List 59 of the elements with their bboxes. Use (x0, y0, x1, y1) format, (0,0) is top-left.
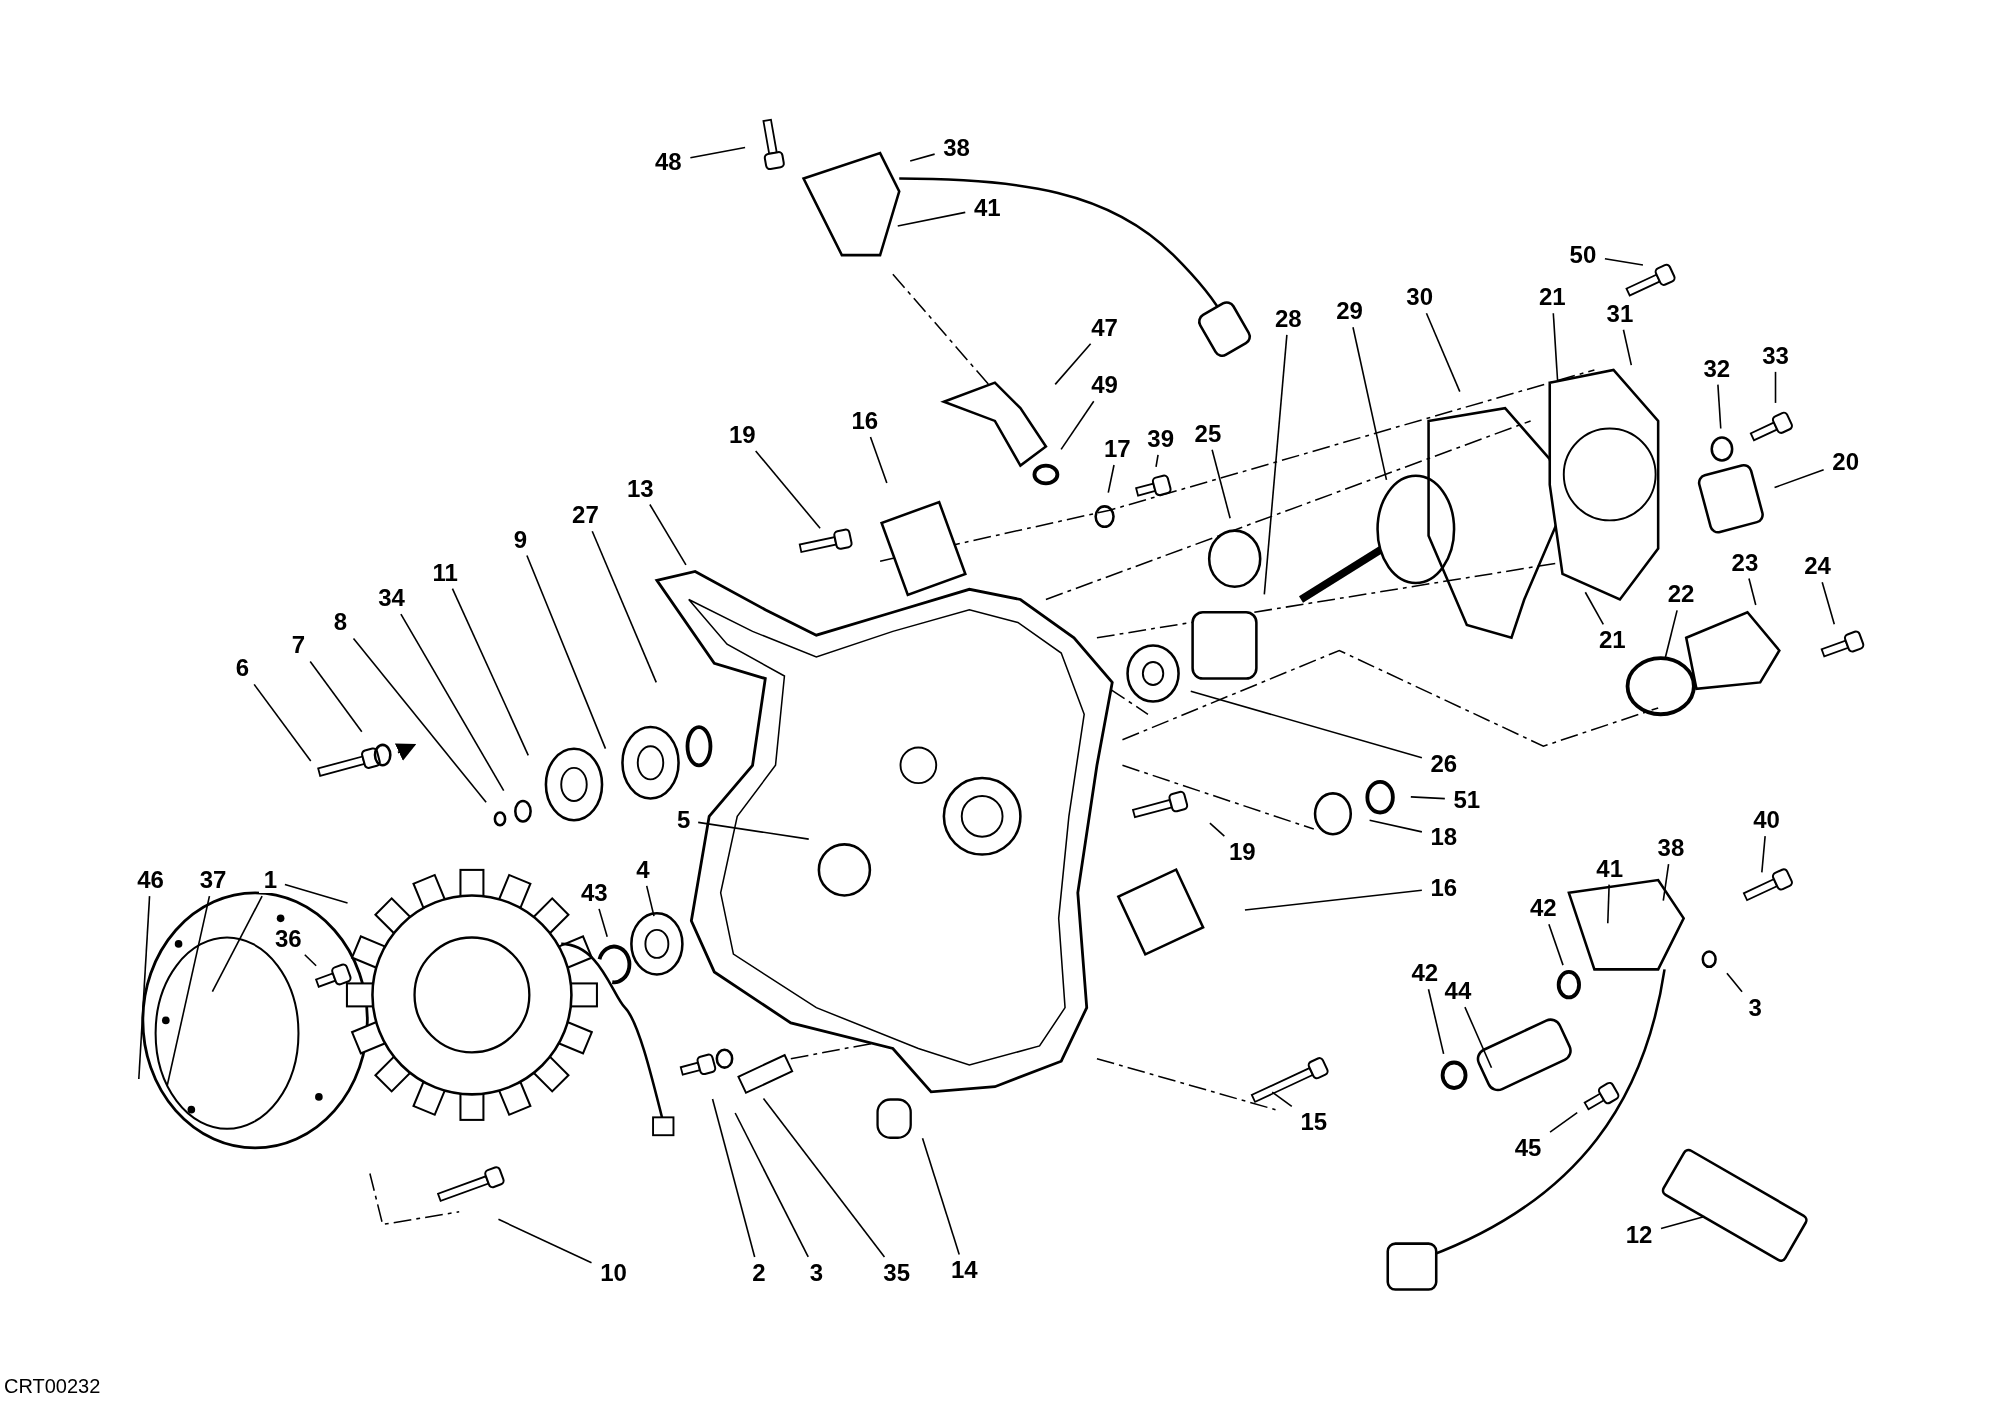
leader-line (166, 895, 211, 1087)
leader-line (1584, 591, 1605, 626)
leader-line (1244, 889, 1423, 911)
leader-line (1352, 326, 1388, 481)
leader-line (526, 554, 607, 750)
leader-line (303, 954, 317, 967)
leader-line (1155, 453, 1159, 468)
leader-line (1425, 312, 1461, 393)
leader-line (253, 683, 312, 762)
leader-line (138, 895, 151, 1080)
leader-line (1548, 923, 1564, 966)
leader-line (645, 885, 655, 917)
leader-line (451, 587, 530, 757)
leader-line (1549, 1111, 1579, 1133)
leader-line (1209, 822, 1226, 837)
leader-line (921, 1137, 961, 1256)
leader-line (649, 503, 687, 566)
leader-line (1410, 796, 1446, 800)
leader-line (1189, 690, 1423, 759)
leader-line (1263, 334, 1288, 596)
leader-line (284, 883, 349, 904)
leader-line (1606, 883, 1610, 925)
leader-line (1821, 581, 1836, 626)
leader-line (1660, 1215, 1706, 1230)
leader-line (1054, 343, 1092, 386)
leader-line (754, 450, 821, 530)
leader-line (1107, 464, 1115, 494)
leader-line (309, 660, 363, 733)
leader-line (497, 1218, 593, 1264)
leader-line (591, 530, 658, 684)
leader-line (1211, 448, 1231, 520)
leader-line (1604, 257, 1644, 266)
leader-line (896, 211, 967, 227)
drawing-code: CRT00232 (4, 1375, 101, 1398)
leader-line (1622, 328, 1633, 366)
leader-line (1271, 1091, 1293, 1108)
leader-line (352, 637, 487, 804)
leader-line (1664, 609, 1678, 660)
leader-line (1464, 1006, 1493, 1069)
leader-line (400, 613, 505, 792)
leader-line (762, 1097, 886, 1258)
leader-line (689, 146, 746, 159)
leader-line (909, 153, 936, 162)
leader-line (1717, 383, 1722, 430)
leader-line (1773, 468, 1825, 489)
leader-line (869, 436, 888, 484)
leader-line (1060, 400, 1095, 451)
leader-line (1726, 972, 1743, 993)
leader-line (1552, 312, 1559, 381)
leader-line (1774, 371, 1777, 404)
leader-line (598, 908, 608, 938)
leader-line (1662, 863, 1670, 902)
leader-line (1748, 577, 1757, 606)
leader-line (734, 1112, 809, 1258)
leader-line (1761, 835, 1766, 874)
leader-line (1427, 988, 1445, 1055)
leader-line (711, 1098, 756, 1258)
leader-line (1368, 819, 1423, 833)
leader-line (211, 895, 263, 993)
